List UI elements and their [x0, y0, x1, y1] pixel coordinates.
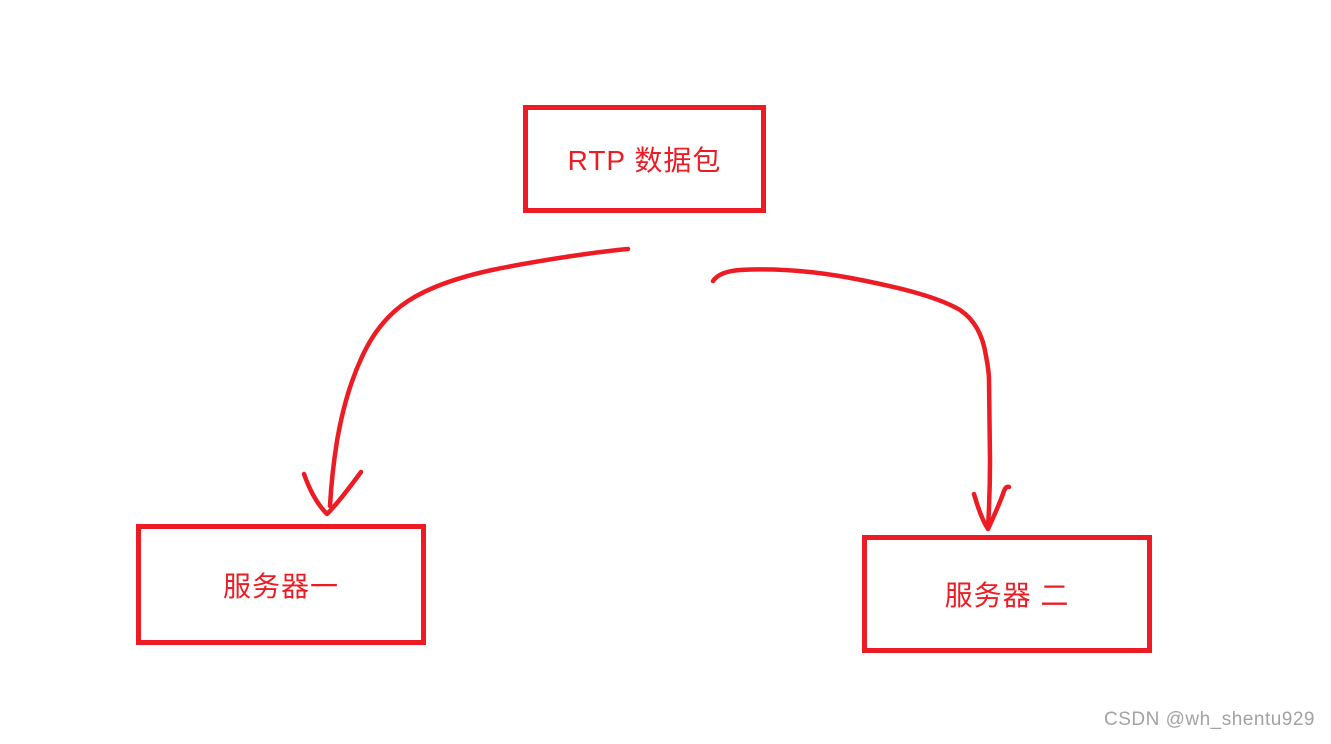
node-server-two-label: 服务器 二: [944, 580, 1070, 611]
node-server-one: 服务器一: [136, 524, 426, 645]
arrow-to-server-two-head: [971, 484, 1012, 532]
arrow-to-server-two-shaft: [710, 267, 993, 531]
node-rtp-packet: RTP 数据包: [523, 105, 766, 213]
node-rtp-packet-label: RTP 数据包: [567, 145, 722, 176]
node-server-two: 服务器 二: [862, 535, 1152, 653]
arrow-to-server-one-shaft: [327, 246, 631, 509]
arrow-to-server-one-head: [301, 469, 364, 517]
watermark: CSDN @wh_shentu929: [1103, 709, 1315, 730]
node-server-one-label: 服务器一: [222, 570, 339, 602]
